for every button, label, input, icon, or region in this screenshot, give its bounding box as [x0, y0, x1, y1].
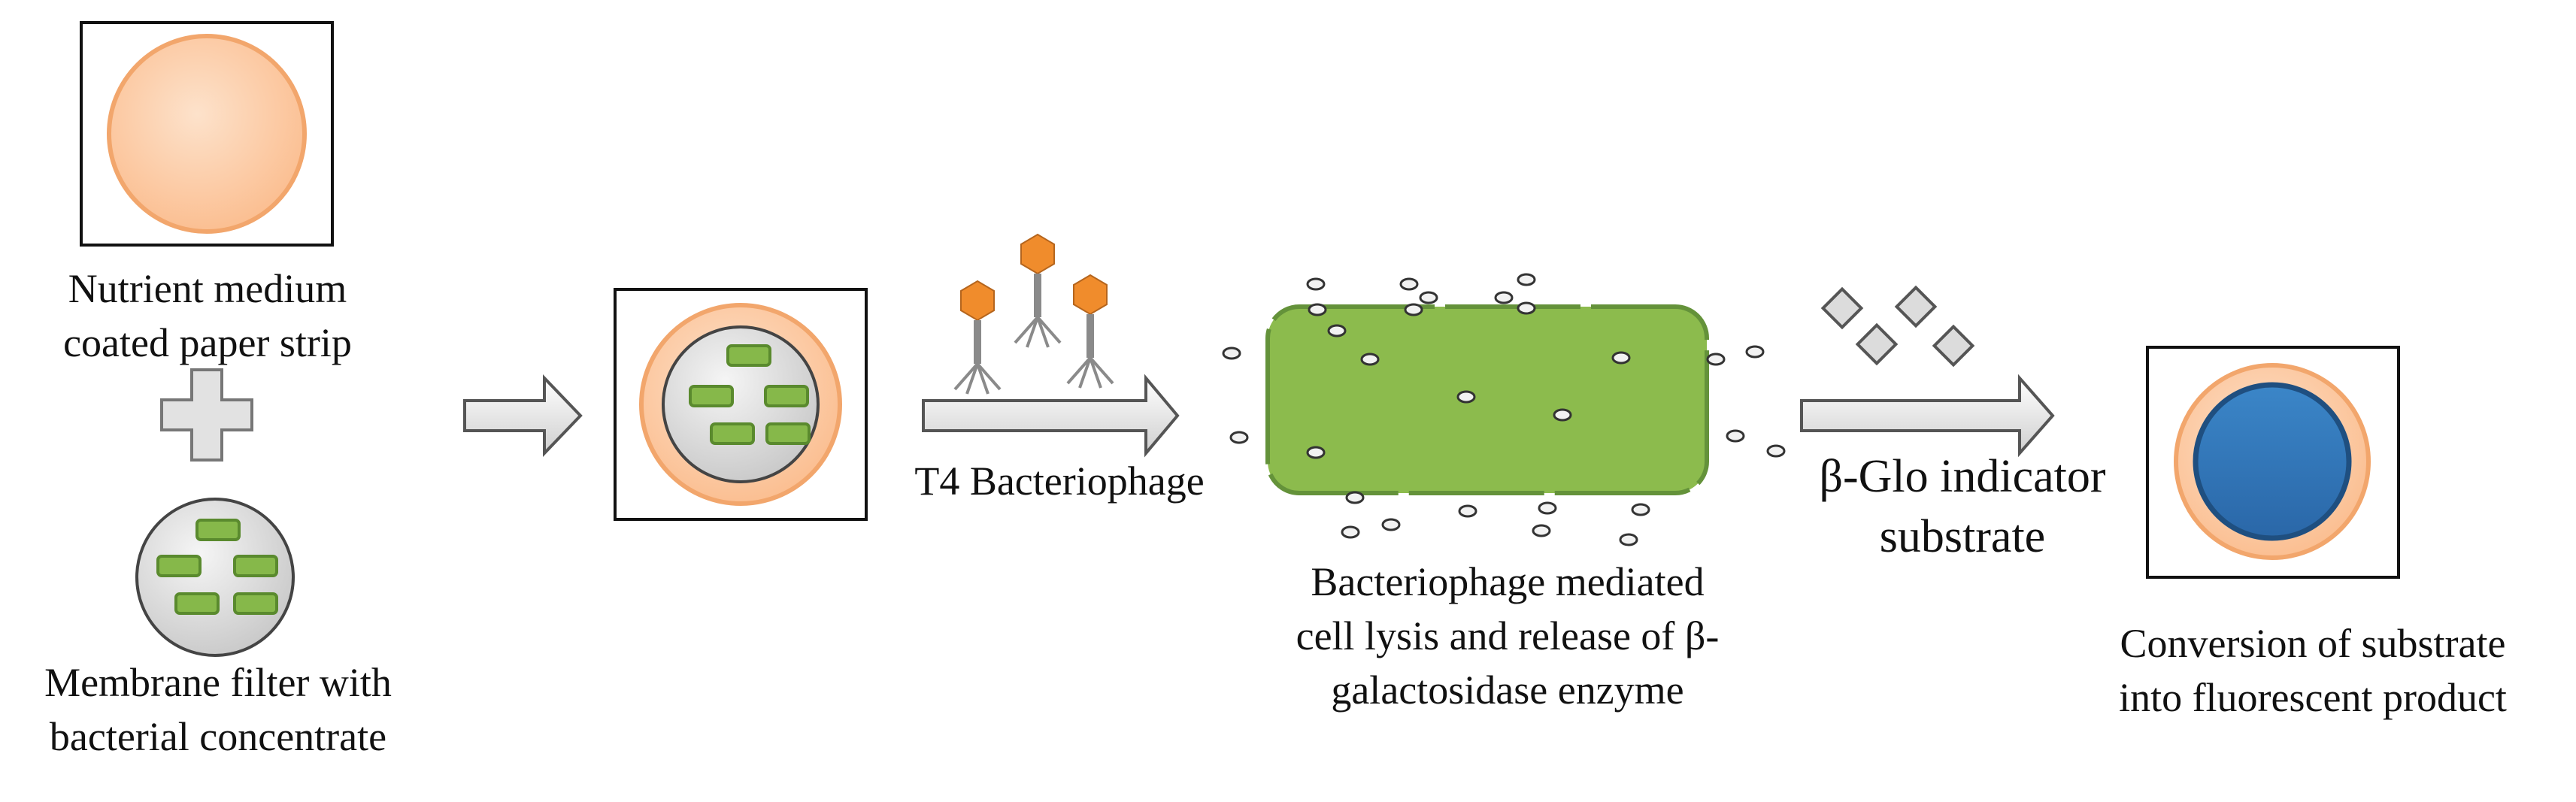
bacterium — [156, 555, 202, 577]
fluorescent-panel — [2146, 346, 2400, 579]
lysed-cell — [1265, 304, 1709, 495]
membrane-filter — [135, 498, 295, 657]
bacterium — [195, 519, 241, 541]
substrate-label: β-Glo indicator substrate — [1819, 451, 2106, 562]
substrate-diamond-icon — [1820, 285, 1975, 368]
bacterium — [174, 592, 220, 615]
bacteriophage-icon — [1014, 233, 1062, 348]
bacterium — [689, 385, 734, 407]
paper-strip-disc — [107, 34, 307, 234]
bacterium — [765, 422, 811, 445]
bacterium — [764, 385, 809, 407]
bacterium — [233, 592, 278, 615]
arrow-icon — [463, 374, 583, 457]
enzyme-particles — [1222, 273, 1786, 546]
paper-strip-label: Nutrient medium coated paper strip — [63, 266, 352, 365]
phage-label: T4 Bacteriophage — [914, 459, 1205, 504]
combined-panel — [614, 288, 868, 521]
lysis-label: Bacteriophage mediated cell lysis and re… — [1296, 559, 1720, 713]
membrane-label: Membrane filter with bacterial concentra… — [44, 660, 392, 759]
bacterium — [726, 344, 771, 367]
bacteriophage-icon — [953, 280, 1002, 395]
arrow-icon — [1800, 374, 2055, 458]
fluorescent-product — [2193, 382, 2352, 541]
bacterium — [710, 422, 755, 445]
plus-icon — [160, 368, 253, 462]
arrow-icon — [922, 374, 1180, 458]
bacterium — [233, 555, 278, 577]
bacteriophage-icon — [1066, 274, 1114, 389]
conversion-label: Conversion of substrate into fluorescent… — [2119, 621, 2507, 720]
paper-strip-panel — [80, 21, 334, 247]
